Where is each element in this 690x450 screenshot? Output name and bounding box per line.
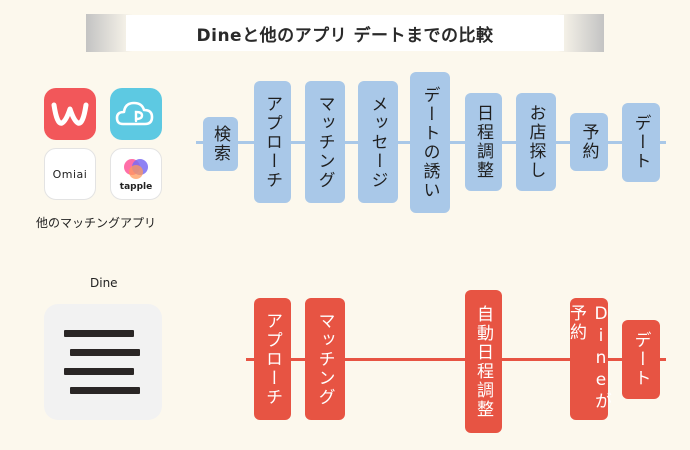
dine-logo-bar-icon	[64, 368, 134, 375]
dine-logo-bar-icon	[70, 349, 140, 356]
other-step-message: メッセージ	[358, 81, 398, 203]
tapple-logo-icon	[124, 158, 148, 179]
dine-app-icon	[44, 304, 162, 420]
other-step-date-invite: デートの誘い	[410, 72, 450, 213]
omiai-app-icon: Omiai	[44, 148, 96, 200]
other-step-reservation: 予約	[570, 113, 608, 171]
cloud-p-logo-icon	[115, 101, 154, 126]
page-title: Dineと他のアプリ デートまでの比較	[126, 15, 564, 51]
other-step-approach: アプローチ	[254, 81, 291, 203]
omiai-logo-text: Omiai	[52, 167, 88, 181]
tapple-logo-text: tapple	[119, 181, 153, 192]
other-step-date: デート	[622, 103, 660, 182]
w-logo-icon	[51, 102, 89, 126]
other-step-search: 検索	[203, 117, 238, 171]
dine-step-auto-scheduling: 自動日程調整	[465, 290, 502, 433]
other-step-matching: マッチング	[305, 81, 345, 203]
dine-logo-bar-icon	[64, 330, 134, 337]
pairs-app-icon	[110, 88, 162, 140]
dine-logo-bar-icon	[70, 387, 140, 394]
dine-step-matching: マッチング	[305, 298, 345, 420]
dine-step-date: デート	[622, 320, 660, 399]
other-apps-caption: 他のマッチングアプリ	[36, 216, 157, 230]
other-step-scheduling: 日程調整	[465, 93, 502, 191]
dine-step-reservation: Dineが予約	[566, 298, 611, 420]
dine-caption: Dine	[90, 276, 118, 290]
tapple-app-icon: tapple	[110, 148, 162, 200]
other-step-restaurant-search: お店探し	[516, 93, 556, 191]
dine-step-approach: アプローチ	[254, 298, 291, 420]
dine-flow-line	[246, 358, 666, 361]
withapp-app-icon	[44, 88, 96, 140]
